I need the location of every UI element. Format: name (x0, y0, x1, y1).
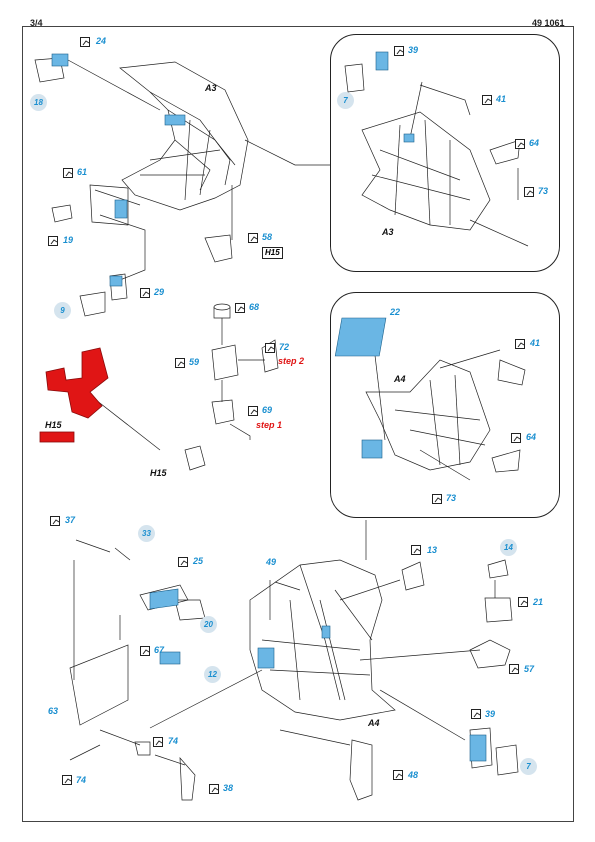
label-a3-main: A3 (205, 83, 217, 93)
etched-part-41-a4: 41 (530, 338, 541, 348)
etched-part-29: 29 (154, 287, 165, 297)
h15-tag: H15 (262, 247, 283, 259)
etched-part-73-a3: 73 (538, 186, 549, 196)
a4-sidewall-sketch (249, 559, 396, 721)
etched-part-61: 61 (77, 167, 88, 177)
etched-part-48: 48 (408, 770, 419, 780)
etched-part-59: 59 (189, 357, 200, 367)
etched-part-68: 68 (249, 302, 260, 312)
etched-part-37: 37 (65, 515, 76, 525)
h15-red-part (39, 347, 109, 443)
etch-39 (375, 51, 389, 71)
etch-a4-small (321, 625, 331, 639)
etch-22 (334, 317, 387, 357)
etch-symbol-icon (175, 358, 185, 368)
etch-61 (114, 199, 128, 219)
label-a4-main: A4 (368, 718, 380, 728)
plastic-part-12: 12 (204, 666, 221, 683)
etched-part-49: 49 (266, 557, 277, 567)
etched-part-64-a3: 64 (529, 138, 540, 148)
etch-symbol-icon (471, 709, 481, 719)
etched-part-57: 57 (524, 664, 535, 674)
etched-part-41-a3: 41 (496, 94, 507, 104)
etched-part-21: 21 (533, 597, 544, 607)
inset-a3 (330, 34, 560, 272)
label-step2: step 2 (278, 356, 305, 366)
etched-part-58: 58 (262, 232, 273, 242)
etched-part-25: 25 (193, 556, 204, 566)
plastic-part-7-lower: 7 (520, 758, 537, 775)
label-h15-main: H15 (150, 468, 167, 478)
etched-part-69: 69 (262, 405, 273, 415)
etch-symbol-icon (248, 406, 258, 416)
etch-symbol-icon (63, 168, 73, 178)
plastic-part-14: 14 (500, 539, 517, 556)
etched-part-24: 24 (96, 36, 107, 46)
etched-part-38: 38 (223, 783, 234, 793)
etch-symbol-icon (518, 597, 528, 607)
etch-39-lower (469, 734, 487, 762)
etched-part-22: 22 (390, 307, 401, 317)
page-number: 3/4 (30, 18, 43, 28)
etch-symbol-icon (432, 494, 442, 504)
etch-a3-inset-panel (403, 133, 415, 143)
etched-part-63: 63 (48, 706, 59, 716)
label-step1: step 1 (256, 420, 283, 430)
sheet-code: 49 1061 (532, 18, 565, 28)
etch-symbol-icon (62, 775, 72, 785)
etch-a4-panel (361, 439, 383, 459)
etch-symbol-icon (393, 770, 403, 780)
etch-symbol-icon (178, 557, 188, 567)
etch-symbol-icon (48, 236, 58, 246)
etch-symbol-icon (140, 646, 150, 656)
plastic-part-20: 20 (200, 616, 217, 633)
etch-a3-panel (164, 114, 186, 126)
a3-inset-sketch (344, 63, 529, 247)
a4-inset-sketch (365, 329, 526, 481)
etch-symbol-icon (411, 545, 421, 555)
etch-symbol-icon (153, 737, 163, 747)
etched-part-74-left: 74 (76, 775, 87, 785)
etch-symbol-icon (50, 516, 60, 526)
etch-24 (51, 53, 69, 67)
etch-symbol-icon (140, 288, 150, 298)
plastic-part-33: 33 (138, 525, 155, 542)
etch-a4-main-panel (257, 647, 275, 669)
a3-sidewall-sketch (119, 61, 249, 211)
plastic-part-7-inset: 7 (337, 92, 354, 109)
etched-part-19: 19 (63, 235, 74, 245)
etch-symbol-icon (515, 339, 525, 349)
etch-symbol-icon (80, 37, 90, 47)
etch-symbol-icon (235, 303, 245, 313)
plastic-part-9: 9 (54, 302, 71, 319)
etched-part-39-lower: 39 (485, 709, 496, 719)
etched-part-39-inset: 39 (408, 45, 419, 55)
etched-part-13: 13 (427, 545, 438, 555)
etch-symbol-icon (509, 664, 519, 674)
etched-part-74-right: 74 (168, 736, 179, 746)
label-a4-inset: A4 (394, 374, 406, 384)
instruction-frame (22, 26, 574, 822)
etch-symbol-icon (265, 343, 275, 353)
etch-symbol-icon (209, 784, 219, 794)
label-h15-red: H15 (45, 420, 62, 430)
etched-part-64-a4: 64 (526, 432, 537, 442)
etch-symbol-icon (511, 433, 521, 443)
etch-symbol-icon (482, 95, 492, 105)
etched-part-73-a4: 73 (446, 493, 457, 503)
etch-symbol-icon (515, 139, 525, 149)
etch-symbol-icon (248, 233, 258, 243)
etch-12 (159, 651, 181, 665)
plastic-part-18: 18 (30, 94, 47, 111)
etch-25 (149, 588, 179, 610)
etch-29 (109, 275, 123, 287)
etched-part-72: 72 (279, 342, 290, 352)
etch-symbol-icon (524, 187, 534, 197)
etched-part-67: 67 (154, 645, 165, 655)
label-a3-inset: A3 (382, 227, 394, 237)
etch-symbol-icon (394, 46, 404, 56)
